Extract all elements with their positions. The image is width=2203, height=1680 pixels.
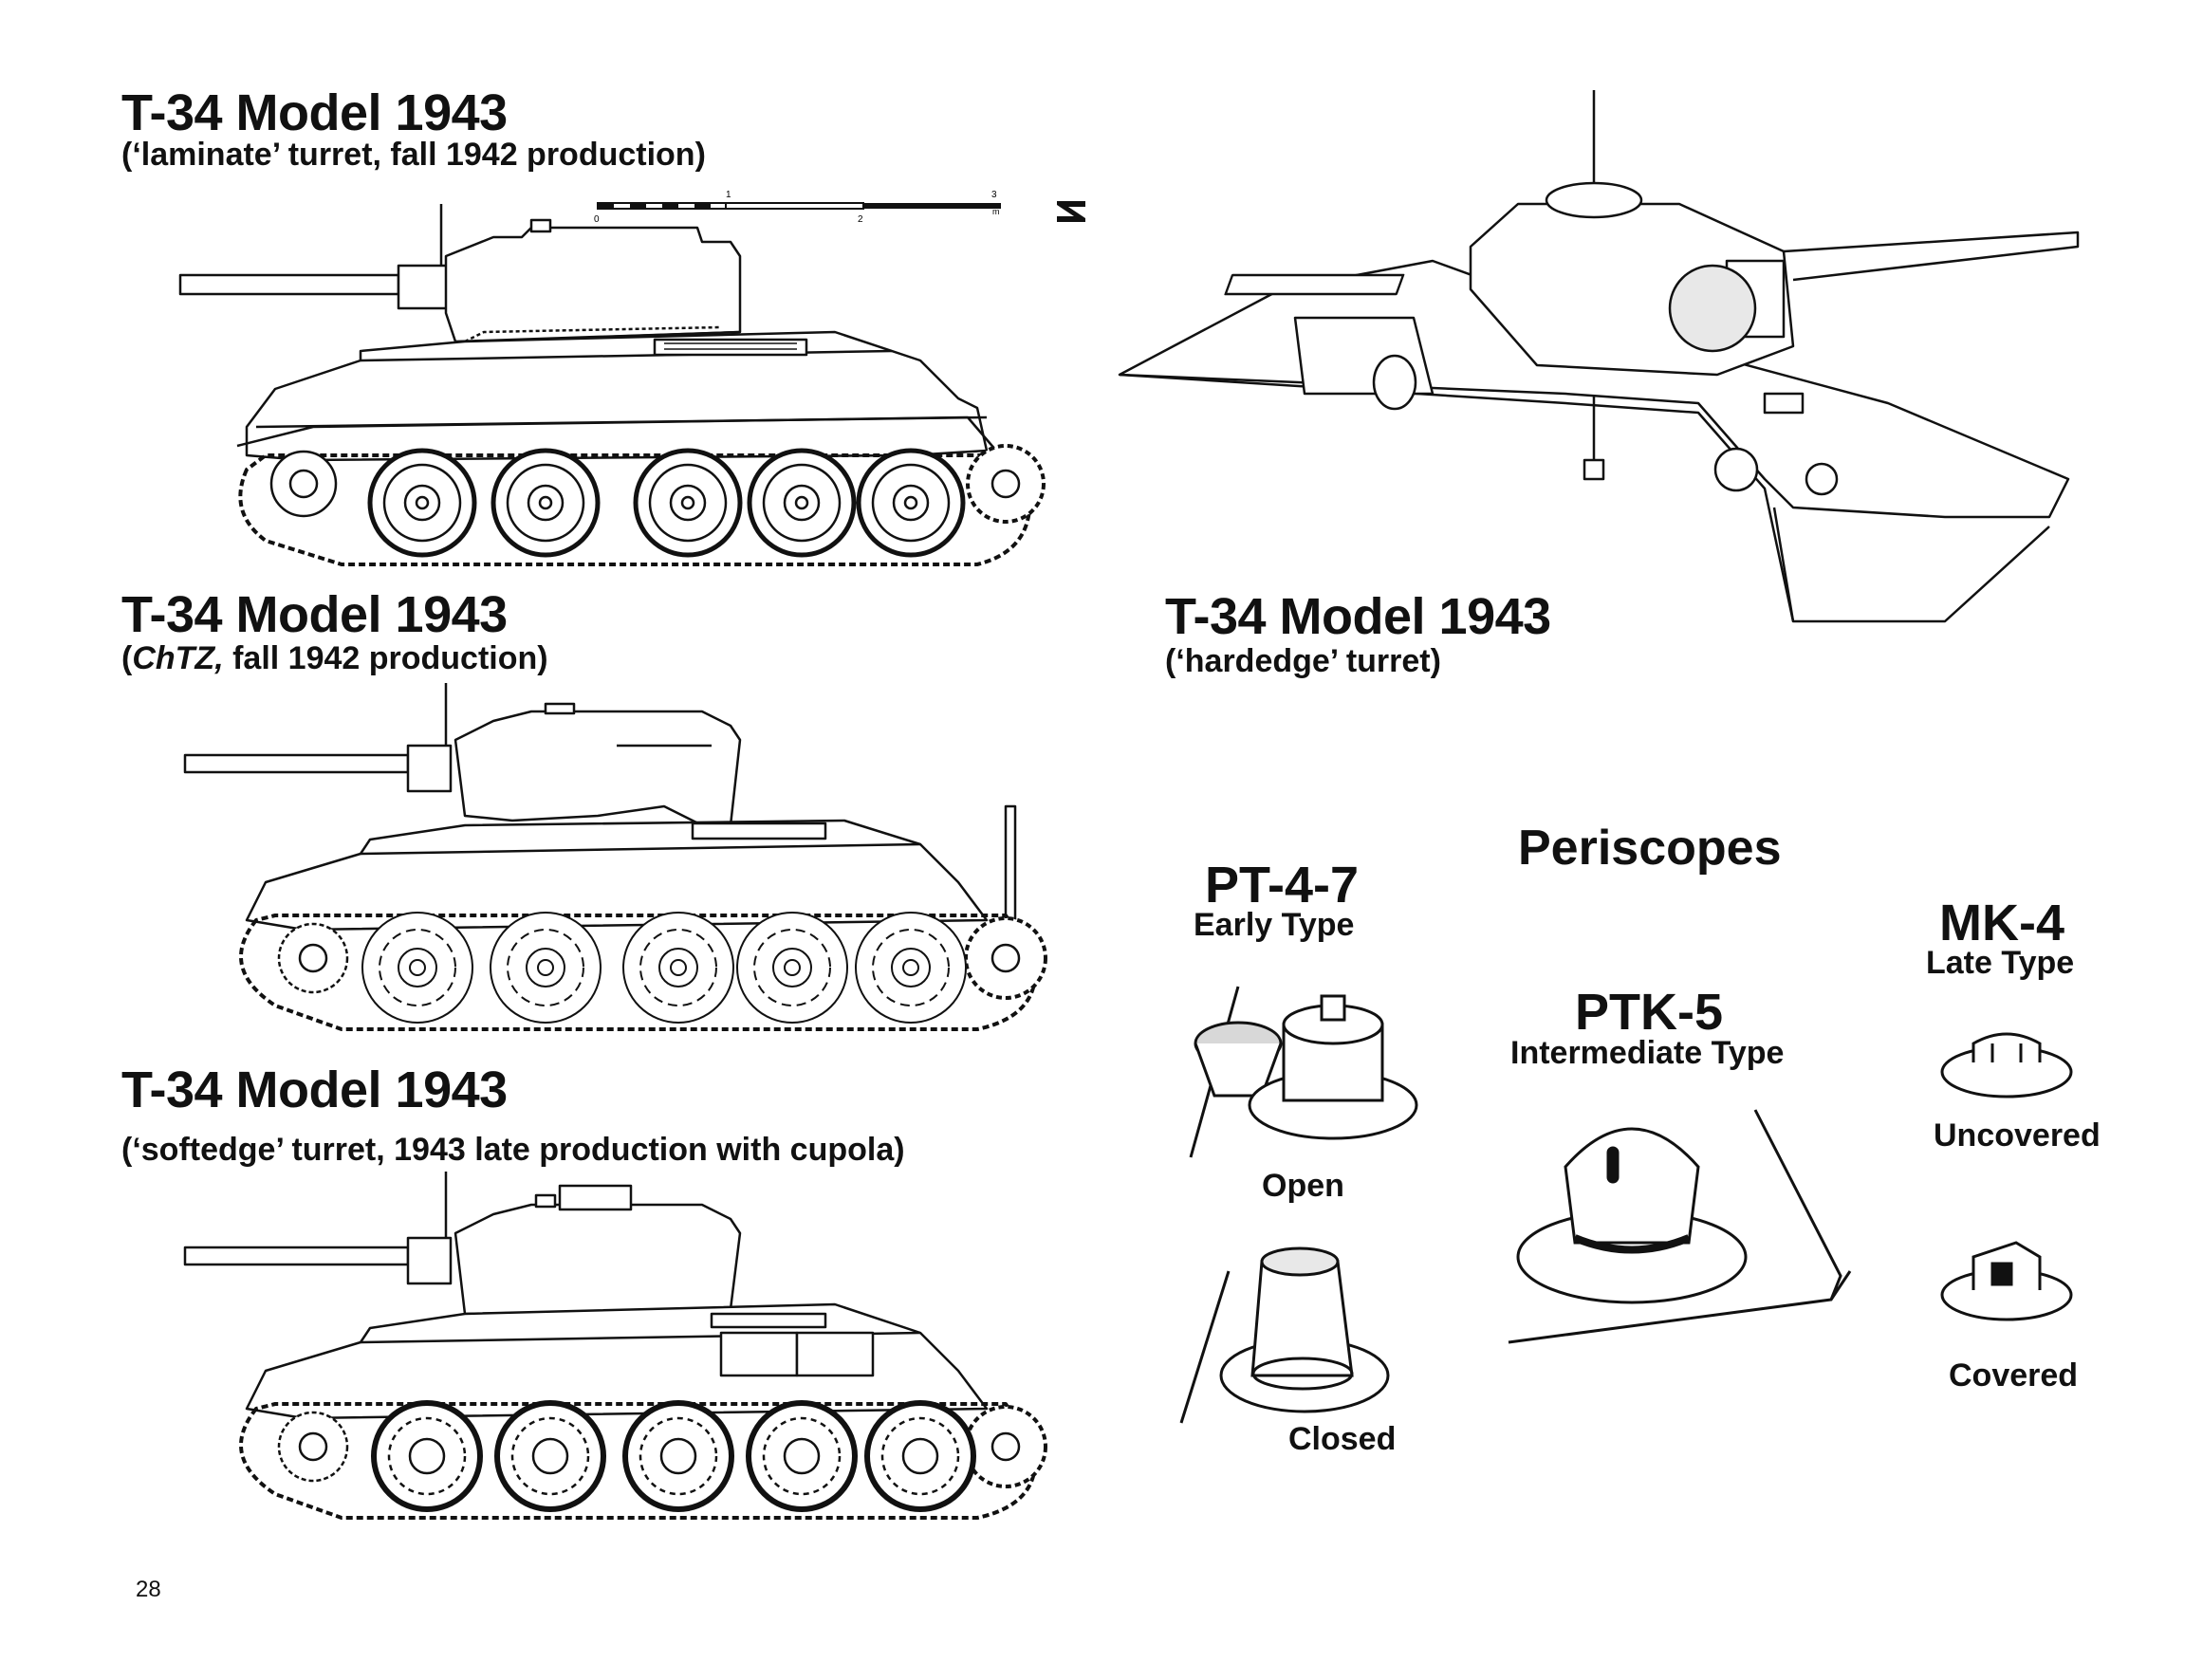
periscopes-heading: Periscopes bbox=[1518, 821, 1782, 876]
scale-tick-1: 1 bbox=[726, 190, 731, 200]
tank-2-subtitle: (ChTZ, fall 1942 production) bbox=[121, 642, 548, 674]
tank-3-subtitle: (‘softedge’ turret, 1943 late production… bbox=[121, 1132, 905, 1168]
mk4-covered-label: Covered bbox=[1949, 1357, 2079, 1394]
tank-2-subtitle-factory: ChTZ, bbox=[132, 640, 224, 676]
mk4-uncovered-drawing bbox=[1935, 1020, 2078, 1105]
scale-tick-0: 0 bbox=[594, 214, 600, 225]
pt47-closed-drawing bbox=[1172, 1233, 1409, 1442]
mk4-type: Late Type bbox=[1926, 945, 2075, 981]
ptk5-drawing bbox=[1508, 1109, 1852, 1357]
scale-unit: m bbox=[992, 207, 1000, 216]
tank-4-perspective-drawing bbox=[1110, 90, 2087, 640]
tank-1-side-drawing bbox=[171, 199, 1072, 579]
pt47-name: PT-4-7 bbox=[1205, 857, 1360, 914]
page-number: 28 bbox=[136, 1577, 161, 1602]
tank-2-title: T-34 Model 1943 bbox=[121, 586, 508, 643]
tank-2-side-drawing bbox=[171, 683, 1072, 1053]
mk4-uncovered-label: Uncovered bbox=[1934, 1117, 2101, 1154]
tank-4-subtitle: (‘hardedge’ turret) bbox=[1165, 643, 1441, 679]
scale-tick-2: 2 bbox=[858, 214, 863, 225]
north-arrow-icon bbox=[1055, 199, 1087, 224]
ptk5-name: PTK-5 bbox=[1575, 984, 1724, 1041]
ptk5-type: Intermediate Type bbox=[1510, 1035, 1785, 1071]
tank-1-title: T-34 Model 1943 bbox=[121, 84, 508, 141]
tank-1-subtitle: (‘laminate’ turret, fall 1942 production… bbox=[121, 137, 706, 173]
pt47-open-drawing bbox=[1172, 968, 1437, 1195]
tank-3-title: T-34 Model 1943 bbox=[121, 1062, 508, 1118]
pt47-closed-label: Closed bbox=[1288, 1421, 1397, 1457]
pt47-open-label: Open bbox=[1262, 1168, 1344, 1204]
tank-3-side-drawing bbox=[171, 1172, 1072, 1542]
pt47-type: Early Type bbox=[1194, 907, 1355, 943]
mk4-name: MK-4 bbox=[1939, 895, 2064, 951]
scale-tick-3: 3 bbox=[991, 190, 997, 200]
tank-2-subtitle-rest: fall 1942 production) bbox=[223, 640, 548, 676]
mk4-covered-drawing bbox=[1935, 1233, 2078, 1328]
scale-bar: 1 3 0 2 m bbox=[588, 188, 1015, 235]
tank-2-subtitle-open: ( bbox=[121, 640, 133, 676]
tank-4-title: T-34 Model 1943 bbox=[1165, 588, 1551, 645]
